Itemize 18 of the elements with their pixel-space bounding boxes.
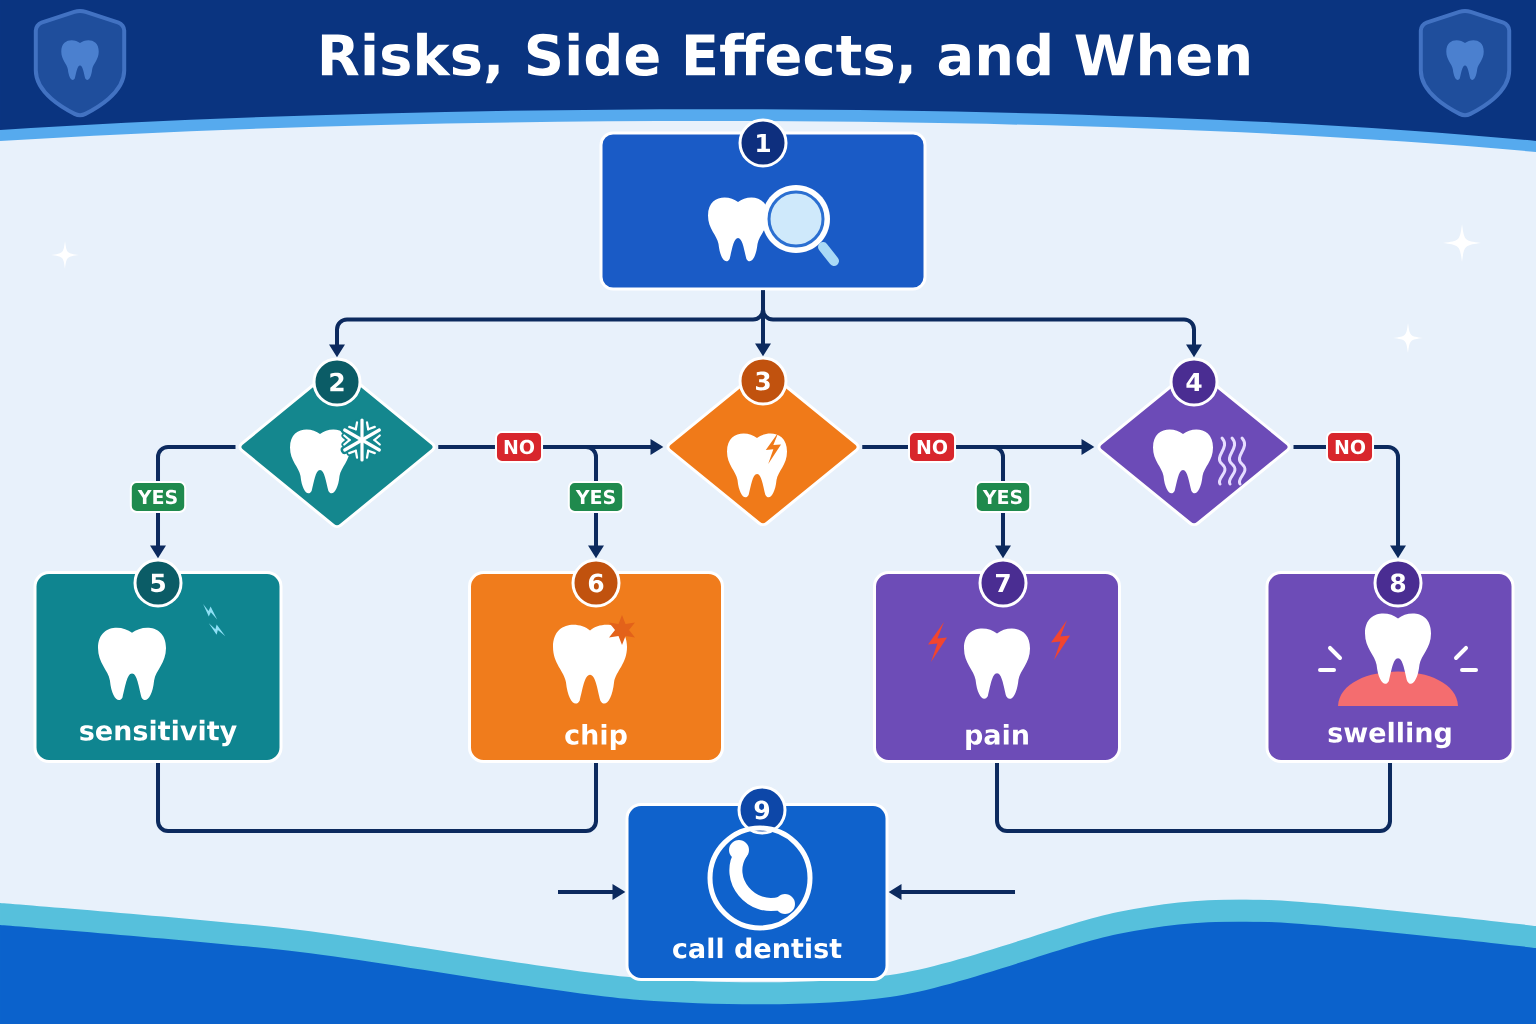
edge-label: YES (129, 481, 187, 513)
number-badge: 5 (133, 558, 183, 608)
number-badge: 3 (738, 356, 788, 406)
number-badge: 8 (1373, 558, 1423, 608)
number-badge: 2 (312, 357, 362, 407)
number-badge: 6 (571, 558, 621, 608)
connector-line (995, 763, 1392, 833)
edge-label: NO (908, 431, 957, 463)
edge-label: NO (495, 431, 544, 463)
title: Risks, Side Effects, and When (321, 32, 1249, 84)
number-badge: 1 (738, 118, 788, 168)
edge-label: NO (1326, 431, 1375, 463)
edge-label: YES (974, 481, 1032, 513)
number-badge: 7 (978, 558, 1028, 608)
connector-line (156, 763, 598, 833)
edge-label: YES (567, 481, 625, 513)
number-badge: 9 (737, 785, 787, 835)
number-badge: 4 (1169, 357, 1219, 407)
